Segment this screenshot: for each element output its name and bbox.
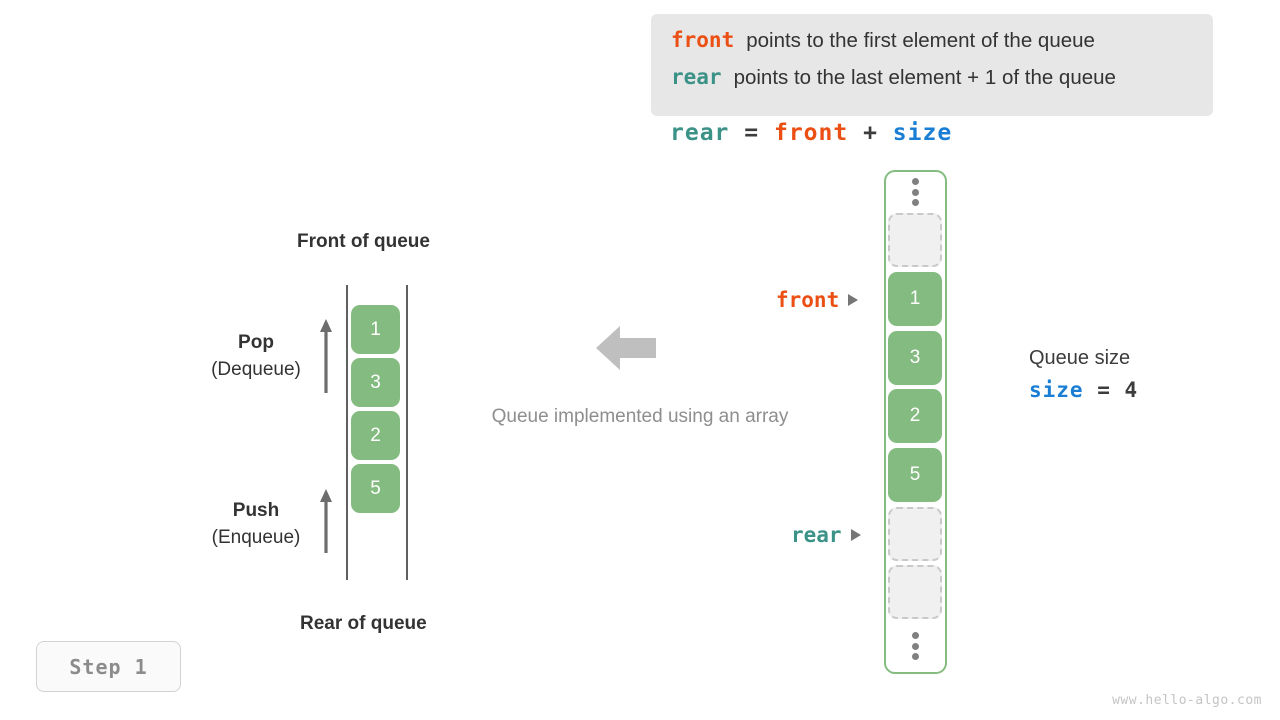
array-slot-empty	[888, 213, 942, 267]
array-slot-filled: 2	[888, 389, 942, 443]
rear-of-queue-label: Rear of queue	[300, 613, 427, 634]
formula-size: size	[892, 120, 953, 146]
watermark: www.hello-algo.com	[1112, 693, 1262, 708]
rear-description: points to the last element + 1 of the qu…	[733, 66, 1116, 89]
push-operation-label: Push (Enqueue)	[186, 498, 326, 552]
formula-equals: =	[744, 120, 760, 146]
triangle-right-icon	[850, 529, 861, 541]
array-ellipsis-top	[888, 175, 942, 209]
queue-cell: 3	[351, 358, 400, 407]
step-badge: Step 1	[36, 641, 181, 692]
formula-rear: rear	[670, 120, 730, 146]
push-label-subtitle: (Enqueue)	[211, 527, 301, 548]
formula-rear-equals-front-plus-size: rear = front + size	[670, 120, 952, 146]
front-pointer: front	[776, 288, 859, 312]
queue-size-title: Queue size	[1029, 347, 1131, 369]
array-slot-empty	[888, 565, 942, 619]
push-up-arrow-icon	[320, 489, 332, 553]
array-slot-empty	[888, 507, 942, 561]
pop-up-arrow-icon	[320, 319, 332, 393]
rear-pointer: rear	[791, 523, 861, 547]
triangle-right-icon	[848, 294, 859, 306]
queue-rail-left	[346, 285, 348, 580]
size-equals: =	[1097, 378, 1111, 402]
pop-operation-label: Pop (Dequeue)	[186, 330, 326, 384]
size-variable: size	[1029, 378, 1084, 402]
push-label-title: Push	[232, 500, 280, 521]
info-line-rear: rear points to the last element + 1 of t…	[671, 65, 1193, 102]
pop-label-subtitle: (Dequeue)	[211, 359, 301, 380]
front-of-queue-label: Front of queue	[297, 231, 430, 252]
queue-cell: 5	[351, 464, 400, 513]
front-pointer-label: front	[776, 288, 840, 312]
array-slot-filled: 5	[888, 448, 942, 502]
rear-pointer-label: rear	[791, 523, 842, 547]
queue-cell: 1	[351, 305, 400, 354]
queue-size-expression: size = 4	[1029, 372, 1138, 408]
array-slot-filled: 1	[888, 272, 942, 326]
center-caption: Queue implemented using an array	[491, 406, 789, 427]
info-box: front points to the first element of the…	[651, 14, 1213, 116]
formula-plus: +	[863, 120, 878, 146]
array-ellipsis-bottom	[888, 629, 942, 663]
front-description: points to the first element of the queue	[746, 29, 1095, 52]
rear-keyword: rear	[671, 65, 722, 89]
pop-label-title: Pop	[238, 332, 274, 353]
size-value: 4	[1124, 378, 1139, 402]
info-line-front: front points to the first element of the…	[671, 28, 1193, 65]
array-slot-filled: 3	[888, 331, 942, 385]
left-arrow-icon	[596, 326, 656, 370]
front-keyword: front	[671, 28, 735, 52]
queue-cell: 2	[351, 411, 400, 460]
queue-rail-right	[406, 285, 408, 580]
formula-front: front	[773, 120, 849, 146]
queue-size-block: Queue size size = 4	[1029, 344, 1138, 408]
